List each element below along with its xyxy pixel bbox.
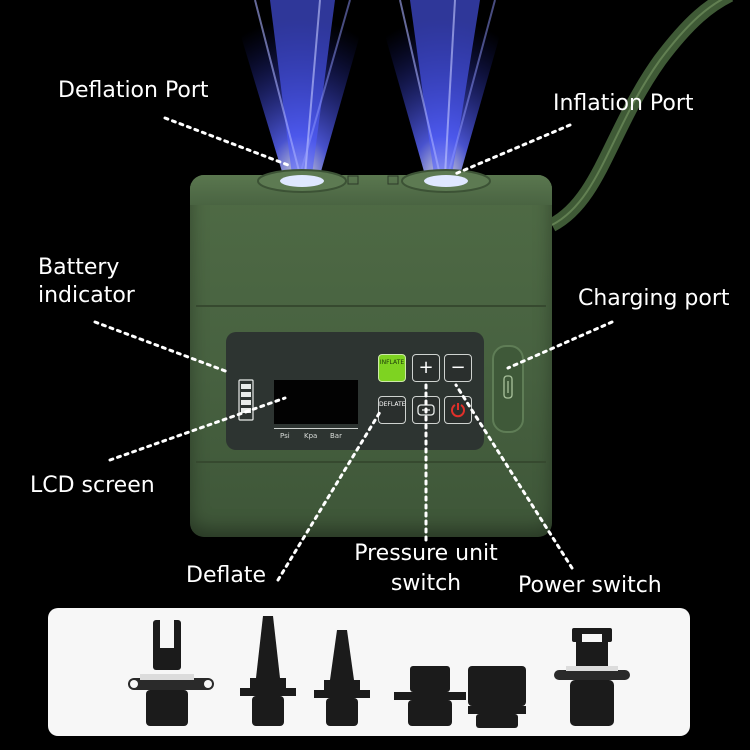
unit-label-psi: Psi xyxy=(280,432,290,440)
label-lcd-screen: LCD screen xyxy=(30,473,155,498)
leader-power xyxy=(454,383,574,570)
pump-body: Psi Kpa Bar INFLATE + − DEFLATE xyxy=(190,169,552,537)
usb-c-icon xyxy=(503,375,513,399)
nozzle-6 xyxy=(554,628,630,726)
label-pressure-unit-line1: Pressure unit xyxy=(354,541,498,566)
plus-button[interactable]: + xyxy=(412,354,440,382)
body-seam xyxy=(196,305,546,307)
leader-inflation xyxy=(453,123,572,176)
power-icon xyxy=(451,403,465,418)
nozzle-set xyxy=(128,616,630,728)
leader-battery xyxy=(93,320,230,374)
deflation-port xyxy=(280,175,324,187)
charging-port[interactable] xyxy=(492,345,524,433)
label-pressure-unit-line2: switch xyxy=(390,571,462,596)
leader-lcd xyxy=(108,396,287,462)
deflation-beam xyxy=(230,0,370,176)
inflation-beam xyxy=(375,0,510,176)
inflation-port xyxy=(424,175,468,187)
minus-button[interactable]: − xyxy=(444,354,472,382)
label-charging-port: Charging port xyxy=(578,286,730,311)
nozzle-5 xyxy=(468,666,526,728)
nozzle-2 xyxy=(240,616,296,726)
lcd-screen xyxy=(274,380,358,424)
nozzle-3 xyxy=(314,630,370,726)
nozzle-4 xyxy=(394,666,466,726)
deflate-button[interactable]: DEFLATE xyxy=(378,396,406,424)
label-battery-line1: Battery xyxy=(38,255,120,280)
unit-label-kpa: Kpa xyxy=(304,432,318,440)
leader-deflate xyxy=(276,410,382,582)
unit-label-bar: Bar xyxy=(330,432,342,440)
nozzle-1 xyxy=(128,618,214,726)
label-battery-line2: indicator xyxy=(38,283,135,308)
leader-charging xyxy=(506,320,614,370)
label-deflation-port: Deflation Port xyxy=(58,78,209,103)
label-inflation-port: Inflation Port xyxy=(553,91,694,116)
top-ports xyxy=(257,169,491,193)
nozzle-tray xyxy=(48,608,690,736)
control-panel: Psi Kpa Bar INFLATE + − DEFLATE xyxy=(226,332,484,450)
label-deflate: Deflate xyxy=(186,563,266,588)
leader-deflation xyxy=(163,116,290,167)
pump-top xyxy=(190,175,552,205)
inflate-button[interactable]: INFLATE xyxy=(378,354,406,382)
body-seam xyxy=(196,461,546,463)
label-power-switch: Power switch xyxy=(518,573,662,598)
